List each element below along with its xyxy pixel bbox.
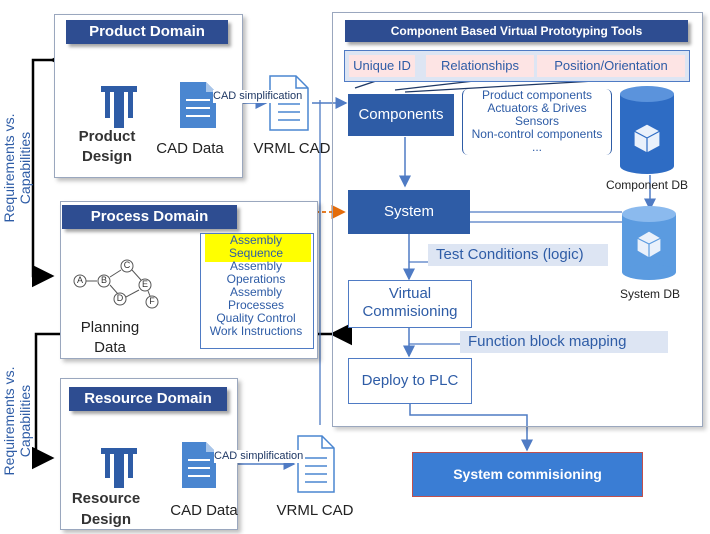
product-simplification-label: CAD simplification	[213, 90, 303, 103]
assembly-item-4: Processes	[227, 298, 285, 312]
system-db-label: System DB	[619, 287, 680, 301]
assembly-item-5: Quality Control	[216, 311, 296, 325]
assembly-list: Assembly Sequence Assembly Operations As…	[200, 234, 312, 338]
graph-node-d: D	[116, 293, 124, 303]
assembly-item-1: Assembly	[229, 259, 282, 273]
process-domain-title: Process Domain	[62, 205, 237, 229]
product-cad-label: CAD Data	[156, 140, 224, 157]
graph-node-f: F	[149, 296, 155, 306]
deploy-box: Deploy to PLC	[348, 358, 472, 404]
graph-node-b: B	[100, 275, 107, 285]
requirements-label-bottom: Requirements vs. Capabilities	[1, 366, 33, 476]
tag-relationships: Relationships	[426, 55, 534, 77]
vp-tools-title: Component Based Virtual Prototyping Tool…	[345, 20, 688, 42]
test-conditions-strip: Test Conditions (logic)	[428, 244, 608, 266]
resource-domain-title: Resource Domain	[69, 387, 227, 411]
resource-vrml-label: VRML CAD	[276, 502, 354, 519]
tag-position: Position/Orientation	[537, 55, 685, 77]
assembly-highlight-1: Assembly	[229, 233, 282, 247]
product-domain-title: Product Domain	[66, 20, 228, 44]
resource-simplification-label: CAD simplification	[214, 450, 304, 463]
component-list-bracket	[462, 89, 612, 155]
arrow-deploy-commissioning	[409, 402, 533, 452]
graph-node-e: E	[141, 279, 148, 289]
product-design-label-1: Product	[78, 128, 136, 145]
planning-label-2: Data	[94, 339, 126, 356]
tag-unique-id: Unique ID	[349, 55, 415, 77]
component-list-item-4: Non-control components	[471, 127, 603, 141]
resource-design-label-1: Resource	[71, 490, 141, 507]
component-list-item-3: Sensors	[514, 114, 560, 128]
line-position-components	[404, 79, 613, 93]
assembly-item-2: Operations	[226, 272, 286, 286]
function-block-strip: Function block mapping	[460, 331, 668, 353]
assembly-highlight-2: Sequence	[228, 246, 284, 260]
system-commissioning-box: System commisioning	[412, 452, 643, 497]
assembly-item-6: Work Instructions	[209, 324, 303, 338]
requirements-arrow-top	[31, 48, 72, 288]
graph-node-a: A	[76, 275, 83, 285]
product-vrml-label: VRML CAD	[253, 140, 331, 157]
system-box: System	[348, 190, 470, 234]
component-list: Product components Actuators & Drives Se…	[462, 89, 612, 154]
component-db-label: Component DB	[605, 178, 689, 192]
component-list-item-1: Product components	[481, 88, 593, 102]
resource-design-label-2: Design	[80, 511, 131, 528]
component-list-item-5: ...	[531, 140, 542, 154]
vp-tools-box	[332, 12, 703, 427]
requirements-label-top: Requirements vs. Capabilities	[1, 113, 33, 223]
resource-cad-label: CAD Data	[170, 502, 238, 519]
virtual-commissioning-label-2: Commisioning	[362, 303, 458, 320]
component-list-item-2: Actuators & Drives	[487, 101, 587, 115]
product-design-label-2: Design	[81, 148, 132, 165]
planning-label-1: Planning	[80, 319, 140, 336]
assembly-highlight	[205, 234, 311, 262]
assembly-item-3: Assembly	[229, 285, 282, 299]
components-box: Components	[348, 94, 454, 136]
virtual-commissioning-box: Virtual Commisioning	[348, 280, 472, 328]
graph-node-c: C	[123, 260, 131, 270]
virtual-commissioning-label-1: Virtual	[388, 285, 432, 302]
